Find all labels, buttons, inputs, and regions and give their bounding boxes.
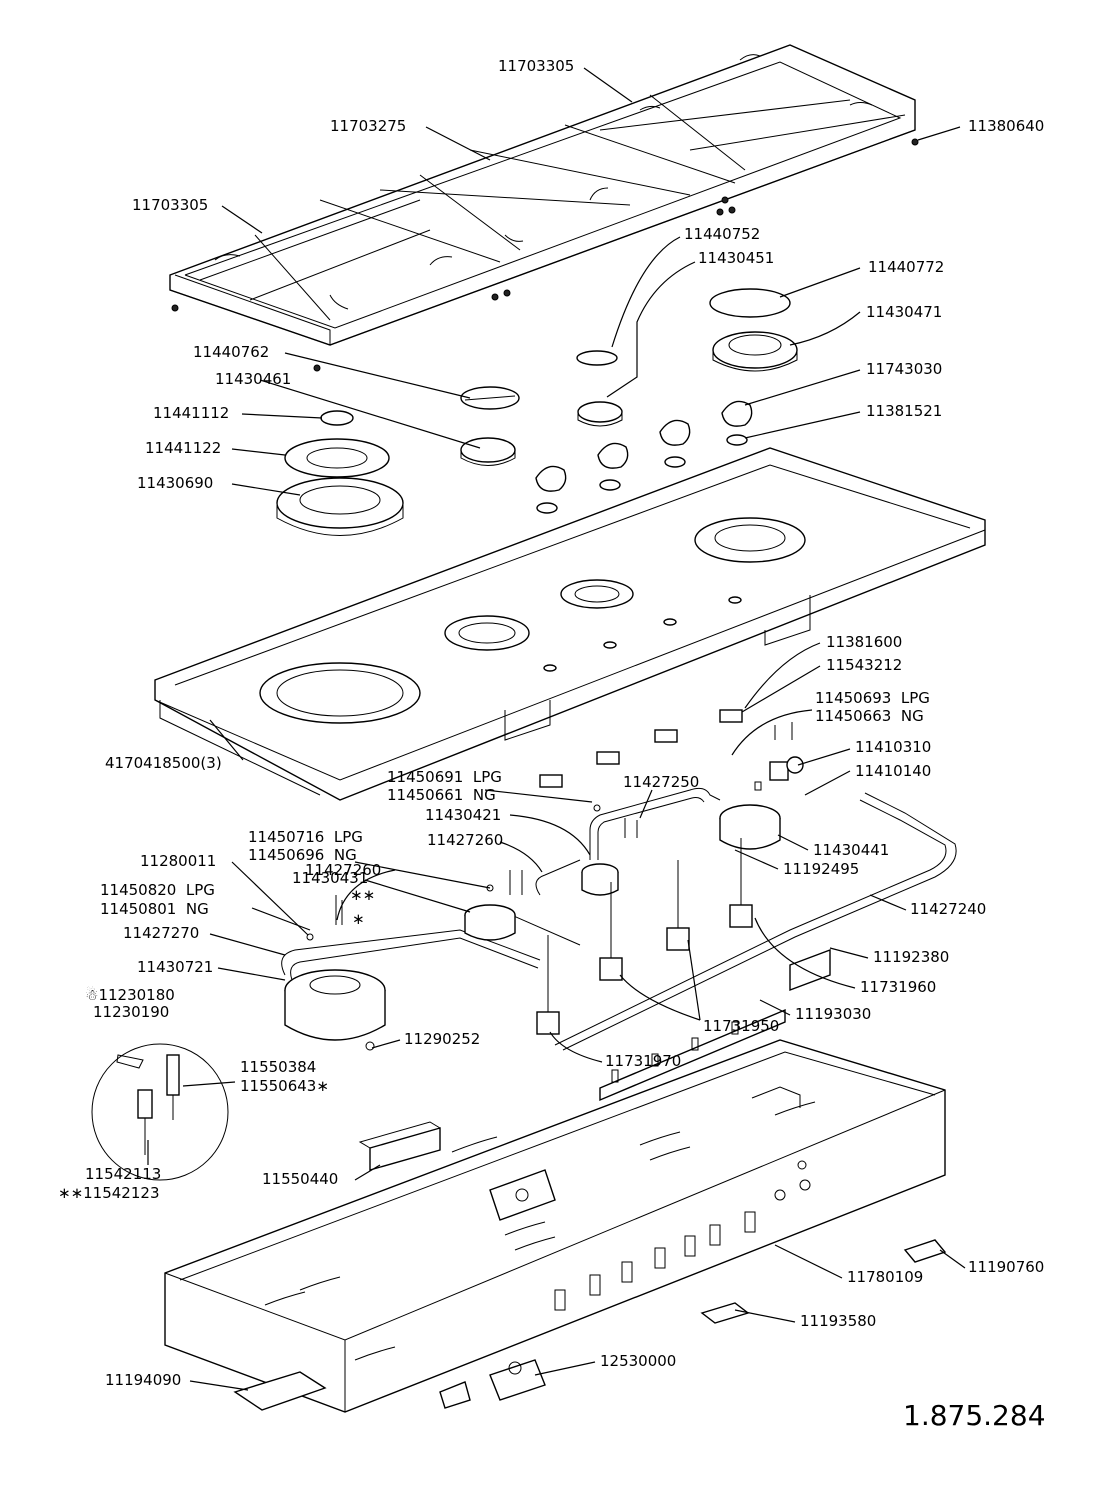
label-9: 11430461 [215, 370, 291, 388]
detail-circle [91, 1043, 229, 1181]
label-14: 11430690 [137, 474, 213, 492]
label-0: 11703305 [498, 57, 574, 75]
label-11: 11441112 [153, 404, 229, 422]
label-15: 11381600 [826, 633, 902, 651]
label-31: 11280011 [140, 852, 216, 870]
label-32: 11427260 [305, 861, 381, 879]
label-27: 11450696 NG [248, 846, 357, 864]
label-13: 11441122 [145, 439, 221, 457]
label-12: 11381521 [866, 402, 942, 420]
label-22: 11450691 LPG [387, 768, 502, 786]
part-labels: 11703305 11703275 11380640 11703305 1144… [58, 57, 1046, 1432]
label-20: 11410310 [855, 738, 931, 756]
label-42: 11230190 [93, 1003, 169, 1021]
label-37: 11427270 [123, 924, 199, 942]
label-3: 11703305 [132, 196, 208, 214]
label-30: 11430431 [292, 869, 368, 887]
label-35: 11450801 NG [100, 900, 209, 918]
cooktop-panel [154, 447, 986, 801]
label-16: 11543212 [826, 656, 902, 674]
burner-components [276, 288, 798, 536]
label-33: 11192495 [783, 860, 859, 878]
label-54: 11193580 [800, 1312, 876, 1330]
label-2: 11380640 [968, 117, 1044, 135]
label-49: 11542113 [85, 1165, 161, 1183]
label-18: 11450663 NG [815, 707, 924, 725]
label-8: 11440762 [193, 343, 269, 361]
drawing-number: 1.875.284 [903, 1399, 1046, 1432]
label-38: 11192380 [873, 948, 949, 966]
label-19: 4170418500(3) [105, 754, 222, 772]
label-29: 11430441 [813, 841, 889, 859]
label-52: 11190760 [968, 1258, 1044, 1276]
label-56: 11194090 [105, 1371, 181, 1389]
label-39: 11430721 [137, 958, 213, 976]
label-46: 11550384 [240, 1058, 316, 1076]
label-40: 11731960 [860, 978, 936, 996]
label-43: 11290252 [404, 1030, 480, 1048]
pan-support-grates [169, 44, 919, 372]
label-28: 11427260 [427, 831, 503, 849]
base-tray [164, 1039, 947, 1413]
label-25: 11430421 [425, 806, 501, 824]
label-53: 11780109 [847, 1268, 923, 1286]
label-55: 12530000 [600, 1352, 676, 1370]
label-21: 11410140 [855, 762, 931, 780]
label-48: 11731970 [605, 1052, 681, 1070]
label-6: 11440772 [868, 258, 944, 276]
label-36: 11427240 [910, 900, 986, 918]
label-26: 11450716 LPG [248, 828, 363, 846]
mark-double-asterisk: ∗∗ [350, 886, 375, 904]
label-17: 11450693 LPG [815, 689, 930, 707]
label-1: 11703275 [330, 117, 406, 135]
label-23: 11450661 NG [387, 786, 496, 804]
label-10: 11743030 [866, 360, 942, 378]
label-7: 11430471 [866, 303, 942, 321]
mark-asterisk: ∗ [352, 910, 365, 928]
label-45: 11193030 [795, 1005, 871, 1023]
label-41: ☃11230180 [85, 986, 175, 1004]
label-44: 11731950 [703, 1017, 779, 1035]
gas-assembly [281, 709, 957, 1102]
label-4: 11440752 [684, 225, 760, 243]
label-51: 11550440 [262, 1170, 338, 1188]
label-24: 11427250 [623, 773, 699, 791]
label-47: 11550643∗ [240, 1077, 329, 1095]
label-5: 11430451 [698, 249, 774, 267]
leader-lines [147, 67, 966, 1391]
label-34: 11450820 LPG [100, 881, 215, 899]
label-50: ∗∗11542123 [58, 1184, 159, 1202]
